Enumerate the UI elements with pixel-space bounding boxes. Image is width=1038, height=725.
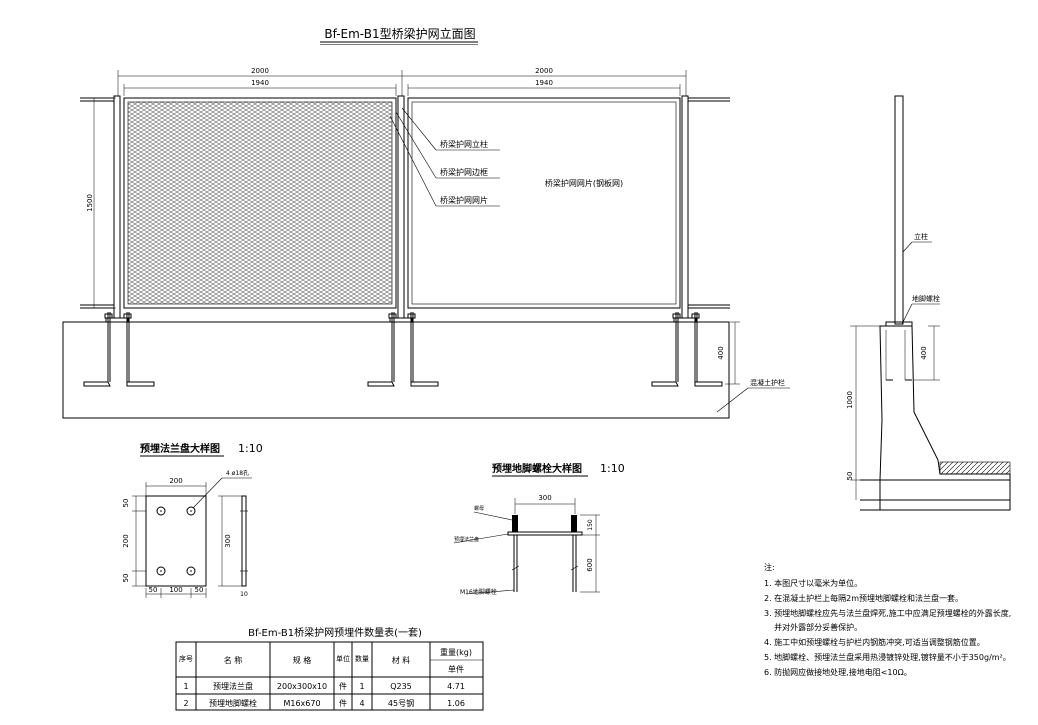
flange-plate — [145, 495, 207, 587]
flange-dim-200-v: 200 — [122, 534, 130, 547]
table-row-2-qty: 4 — [359, 699, 364, 708]
table-row-2-no: 2 — [183, 699, 188, 708]
flange-side — [241, 495, 247, 587]
dim-400-elevation: 400 — [717, 346, 725, 359]
table-row-1-unit: 件 — [339, 681, 347, 691]
bolt-title: 预埋地脚螺栓大样图 — [492, 462, 582, 475]
dim-2000-right: 2000 — [535, 67, 553, 75]
th-weight: 重量(kg) — [440, 647, 472, 657]
note-3: 3. 预埋地脚螺栓应先与法兰盘焊死,施工中应满足预埋螺栓的外露长度, — [764, 608, 1011, 618]
th-unit: 单位 — [336, 654, 350, 663]
flange-dim-10: 10 — [240, 591, 248, 598]
note-3b: 并对外露部分妥善保护。 — [764, 622, 862, 632]
flange-title: 预埋法兰盘大样图 — [140, 442, 220, 455]
bolt-hole-4 — [186, 566, 196, 576]
table-row-1-qty: 1 — [359, 682, 364, 691]
panel-frame-right — [407, 97, 681, 309]
bolt-label-m16: M16地脚螺栓 — [460, 588, 497, 596]
callout-frame: 桥梁护网边框 — [440, 167, 488, 177]
th-qty: 数量 — [355, 654, 369, 663]
label-concrete-barrier: 混凝土护栏 — [750, 378, 785, 387]
callout-mesh: 桥梁护网网片 — [440, 195, 488, 205]
callout-post: 桥梁护网立柱 — [440, 139, 488, 149]
table-row-2-unit: 件 — [339, 698, 347, 708]
th-name: 名 称 — [224, 655, 243, 665]
barrier-profile — [879, 325, 1011, 511]
table-row-1-weight: 4.71 — [447, 682, 465, 691]
post-2 — [397, 95, 405, 319]
table-title: Bf-Em-B1桥梁护网预埋件数量表(一套) — [248, 626, 422, 639]
dim-1000: 1000 — [846, 391, 854, 409]
anchor-bolts-1 — [83, 312, 155, 387]
bolt-hole-3 — [156, 566, 166, 576]
flange-dim-100: 100 — [169, 586, 182, 594]
table-row-1-name: 预埋法兰盘 — [213, 681, 253, 691]
flange-dim-50-top: 50 — [122, 499, 130, 508]
flange-dim-200: 200 — [169, 477, 182, 485]
bolt-label-nut: 螺母 — [474, 505, 484, 512]
dim-400-side: 400 — [920, 346, 928, 359]
side-post — [894, 95, 904, 325]
mesh-panel-left — [127, 101, 393, 305]
table-row-2-weight: 1.06 — [447, 699, 465, 708]
note-6: 6. 防抛网应做接地处理,接地电阻<10Ω。 — [764, 667, 912, 677]
flange-hole-note: 4 ø18孔 — [226, 469, 249, 477]
bolt-hole-2 — [186, 506, 196, 516]
flange-scale: 1:10 — [238, 442, 263, 455]
note-4: 4. 施工中如预埋螺栓与护栏内钢筋冲突,可适当调整钢筋位置。 — [764, 637, 985, 647]
anchor-bolts-3 — [651, 312, 723, 387]
label-post: 立柱 — [914, 232, 928, 241]
bolt-scale: 1:10 — [600, 462, 625, 475]
flange-dim-50-bot: 50 — [122, 574, 130, 583]
th-no: 序号 — [179, 654, 193, 663]
table-row-1-material: Q235 — [390, 682, 412, 691]
quantity-table: Bf-Em-B1桥梁护网预埋件数量表(一套) 序号 名 称 规 格 单位 数量 … — [175, 626, 484, 711]
bolt-dim-600: 600 — [586, 558, 594, 571]
concrete-base — [62, 321, 730, 419]
flange-detail: 预埋法兰盘大样图 1:10 200 4 ø18孔 50 200 50 50 10… — [122, 442, 263, 598]
dim-1940-right: 1940 — [535, 79, 553, 87]
panel-label: 桥梁护网网片(钢板网) — [545, 178, 623, 188]
label-anchor-bolt: 地脚螺栓 — [912, 294, 940, 303]
bolt-dim-300: 300 — [538, 494, 551, 502]
bolt-dim-150: 150 — [587, 519, 594, 531]
side-view: 立柱 地脚螺栓 1000 50 400 — [846, 95, 1011, 511]
post-3 — [681, 95, 689, 319]
table-row-2-name: 预埋地脚螺栓 — [209, 698, 257, 708]
th-material: 材 料 — [392, 655, 411, 665]
dim-1500: 1500 — [86, 194, 94, 212]
flange-dim-50-left: 50 — [149, 586, 158, 594]
bolt-label-flange: 预埋法兰盘 — [454, 536, 479, 543]
flange-dim-300: 300 — [224, 534, 232, 547]
notes: 注: 1. 本图尺寸以毫米为单位。 2. 在混凝土护栏上每隔2m预埋地脚螺栓和法… — [764, 562, 1011, 677]
deck-hatch — [939, 461, 1011, 475]
table-row-2-material: 45号钢 — [388, 698, 414, 708]
th-spec: 规 格 — [293, 655, 312, 665]
elevation-view: 2000 1940 2000 1940 1500 — [62, 67, 790, 419]
th-weight-sub: 单件 — [448, 664, 464, 674]
anchor-bolts-2 — [367, 312, 439, 387]
panel-frame-left — [123, 97, 397, 309]
dim-50-side: 50 — [846, 472, 854, 481]
notes-heading: 注: — [764, 562, 775, 572]
note-5: 5. 地脚螺栓、预埋法兰盘采用热浸镀锌处理,镀锌量不小于350g/m²。 — [764, 652, 1011, 662]
bolt-detail: 预埋地脚螺栓大样图 1:10 300 螺母 预埋法兰盘 M16地脚螺栓 150 … — [453, 462, 625, 596]
drawing-title: Bf-Em-B1型桥梁护网立面图 — [324, 26, 475, 41]
flange-dim-50-right: 50 — [195, 586, 204, 594]
table-row-1-no: 1 — [183, 682, 188, 691]
bolt-hole-1 — [156, 506, 166, 516]
table-row-2-spec: M16x670 — [283, 699, 320, 708]
note-2: 2. 在混凝土护栏上每隔2m预埋地脚螺栓和法兰盘一套。 — [764, 593, 963, 603]
note-1: 1. 本图尺寸以毫米为单位。 — [764, 578, 862, 588]
post-1 — [113, 95, 121, 319]
dim-2000-left: 2000 — [251, 67, 269, 75]
table-row-1-spec: 200x300x10 — [277, 682, 327, 691]
dim-1940-left: 1940 — [251, 79, 269, 87]
